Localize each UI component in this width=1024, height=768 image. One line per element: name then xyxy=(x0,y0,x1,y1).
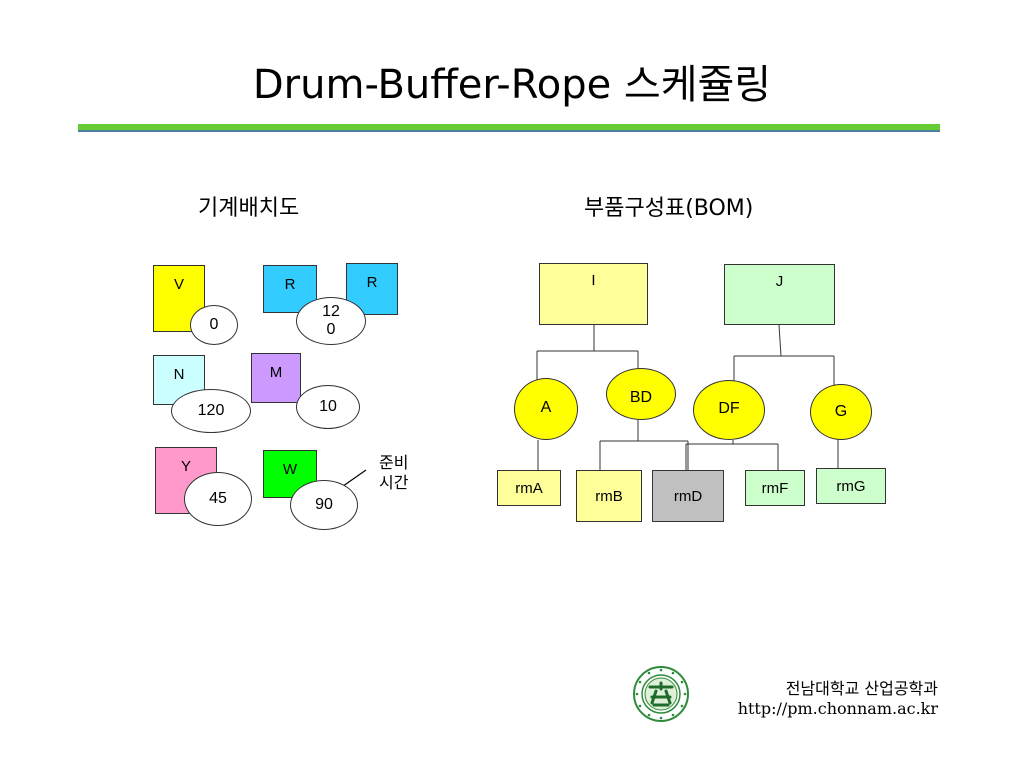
machine-r-setup-time: 120 xyxy=(296,297,366,345)
footer-university: 전남대학교 산업공학과 xyxy=(785,679,938,698)
subassembly-g: G xyxy=(810,384,872,440)
machine-y-setup-time: 45 xyxy=(184,472,252,526)
raw-material-rma: rmA xyxy=(497,470,561,506)
product-j: J xyxy=(724,264,835,325)
university-seal-icon xyxy=(633,666,689,722)
machine-m: M xyxy=(251,353,301,403)
raw-material-rmb: rmB xyxy=(576,470,642,522)
machine-m-setup-time: 10 xyxy=(296,385,360,429)
raw-material-rmf: rmF xyxy=(745,470,805,506)
subassembly-df: DF xyxy=(693,380,765,440)
product-label: J xyxy=(775,273,784,290)
machine-label: V xyxy=(173,276,184,293)
raw-material-rmg: rmG xyxy=(816,468,886,504)
machine-v-setup-time: 0 xyxy=(190,305,238,345)
title-divider xyxy=(78,124,940,130)
raw-material-rmd: rmD xyxy=(652,470,724,522)
page-title: Drum-Buffer-Rope 스케쥴링 xyxy=(252,62,772,108)
machine-label: M xyxy=(269,364,283,381)
machine-label: W xyxy=(282,461,298,478)
machine-layout-heading: 기계배치도 xyxy=(198,196,300,221)
bom-heading: 부품구성표(BOM) xyxy=(584,196,754,221)
subassembly-bd: BD xyxy=(606,368,676,420)
product-label: I xyxy=(591,272,596,289)
footer-url[interactable]: http://pm.chonnam.ac.kr xyxy=(737,699,938,718)
machine-label: Y xyxy=(180,458,191,475)
machine-label: R xyxy=(284,276,296,293)
machine-label: R xyxy=(366,274,378,291)
machine-n-setup-time: 120 xyxy=(171,389,251,433)
subassembly-a: A xyxy=(514,378,578,440)
machine-w-setup-time: 90 xyxy=(290,480,358,530)
machine-label: N xyxy=(173,366,185,383)
product-i: I xyxy=(539,263,648,325)
setup-time-callout: 준비 시간 xyxy=(379,453,409,492)
